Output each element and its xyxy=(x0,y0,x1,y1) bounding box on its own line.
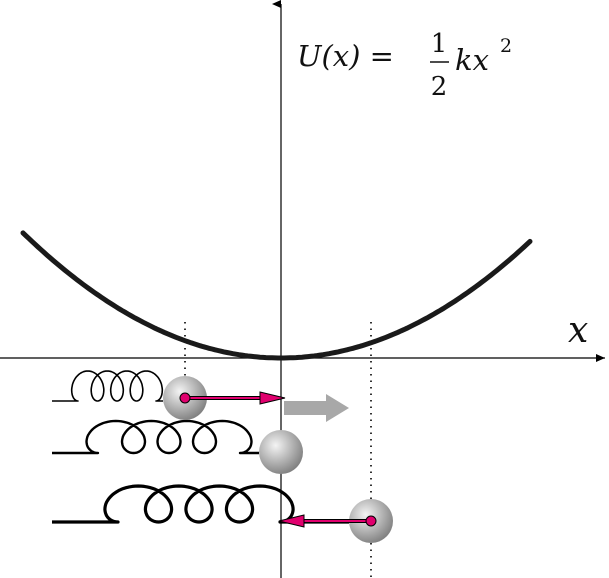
formula-fraction-numerator: 1 xyxy=(431,29,448,59)
formula-fraction-denominator: 2 xyxy=(431,72,448,102)
formula-lhs: U(x) = xyxy=(297,39,394,73)
spring-stretched xyxy=(52,484,349,524)
spring-compressed xyxy=(52,370,164,402)
mass-ball-center xyxy=(259,430,303,474)
spring-equilibrium xyxy=(52,419,259,455)
velocity-arrow xyxy=(284,394,349,422)
potential-curve xyxy=(20,230,533,361)
potential-energy-formula: U(x) = 1 2 kx 2 xyxy=(297,29,512,102)
formula-rhs: kx xyxy=(455,43,489,77)
x-axis-label: x xyxy=(568,310,588,351)
formula-exponent: 2 xyxy=(500,35,512,57)
restoring-force-arrow-left xyxy=(278,514,377,528)
restoring-force-arrow-right xyxy=(179,391,286,405)
